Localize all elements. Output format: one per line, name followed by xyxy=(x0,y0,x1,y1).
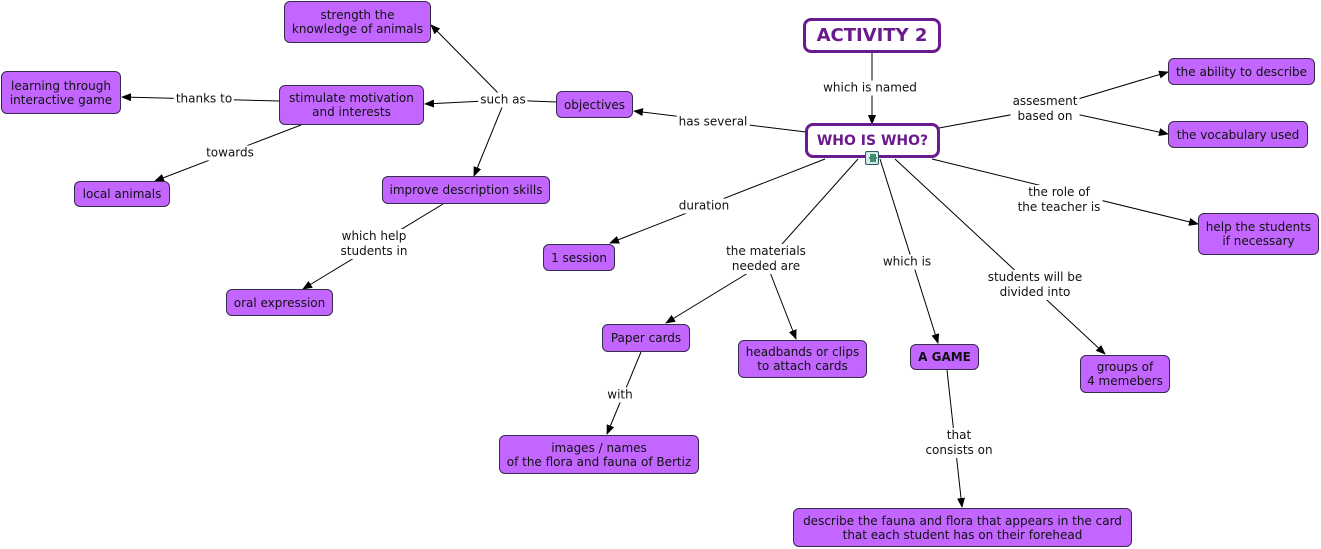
help-students-node: help the students if necessary xyxy=(1198,213,1319,255)
stimulate-motivation-node: stimulate motivation and interests xyxy=(279,85,424,125)
link-label-thanks-to: thanks to xyxy=(173,91,235,107)
images-names-node: images / names of the flora and fauna of… xyxy=(499,435,699,474)
learning-game-node: learning through interactive game xyxy=(1,71,121,114)
a-game-node: A GAME xyxy=(910,344,979,370)
link-label-which-help: which help students in xyxy=(338,229,410,259)
link-label-towards: towards xyxy=(204,145,256,161)
link-label-that-consists: that consists on xyxy=(923,428,995,458)
link-label-such-as: such as xyxy=(478,92,528,108)
link-label-duration: duration xyxy=(676,198,732,214)
link-label-divided: students will be divided into xyxy=(985,270,1085,300)
improve-description-node: improve description skills xyxy=(382,176,550,204)
link-label-has-several: has several xyxy=(676,114,750,130)
link-label-role: the role of the teacher is xyxy=(1015,185,1103,215)
vocabulary-node: the vocabulary used xyxy=(1168,121,1308,148)
paper-cards-node: Paper cards xyxy=(602,324,690,352)
local-animals-node: local animals xyxy=(74,181,170,207)
link-label-which-is: which is xyxy=(880,254,934,270)
describe-fauna-node: describe the fauna and flora that appear… xyxy=(793,508,1132,547)
groups-node: groups of 4 memebers xyxy=(1080,355,1170,393)
link-label-which-is-named: which is named xyxy=(821,80,919,96)
strength-knowledge-node: strength the knowledge of animals xyxy=(284,1,431,43)
objectives-node: objectives xyxy=(556,91,633,118)
film-icon[interactable] xyxy=(865,151,879,165)
activity-2-title: ACTIVITY 2 xyxy=(803,18,941,53)
one-session-node: 1 session xyxy=(543,244,615,271)
ability-describe-node: the ability to describe xyxy=(1168,58,1315,85)
link-label-with: with xyxy=(605,387,635,403)
link-label-assessment: assesment based on xyxy=(1010,94,1080,124)
oral-expression-node: oral expression xyxy=(226,289,333,316)
headbands-node: headbands or clips to attach cards xyxy=(738,340,867,378)
link-label-materials: the materials needed are xyxy=(724,244,808,274)
